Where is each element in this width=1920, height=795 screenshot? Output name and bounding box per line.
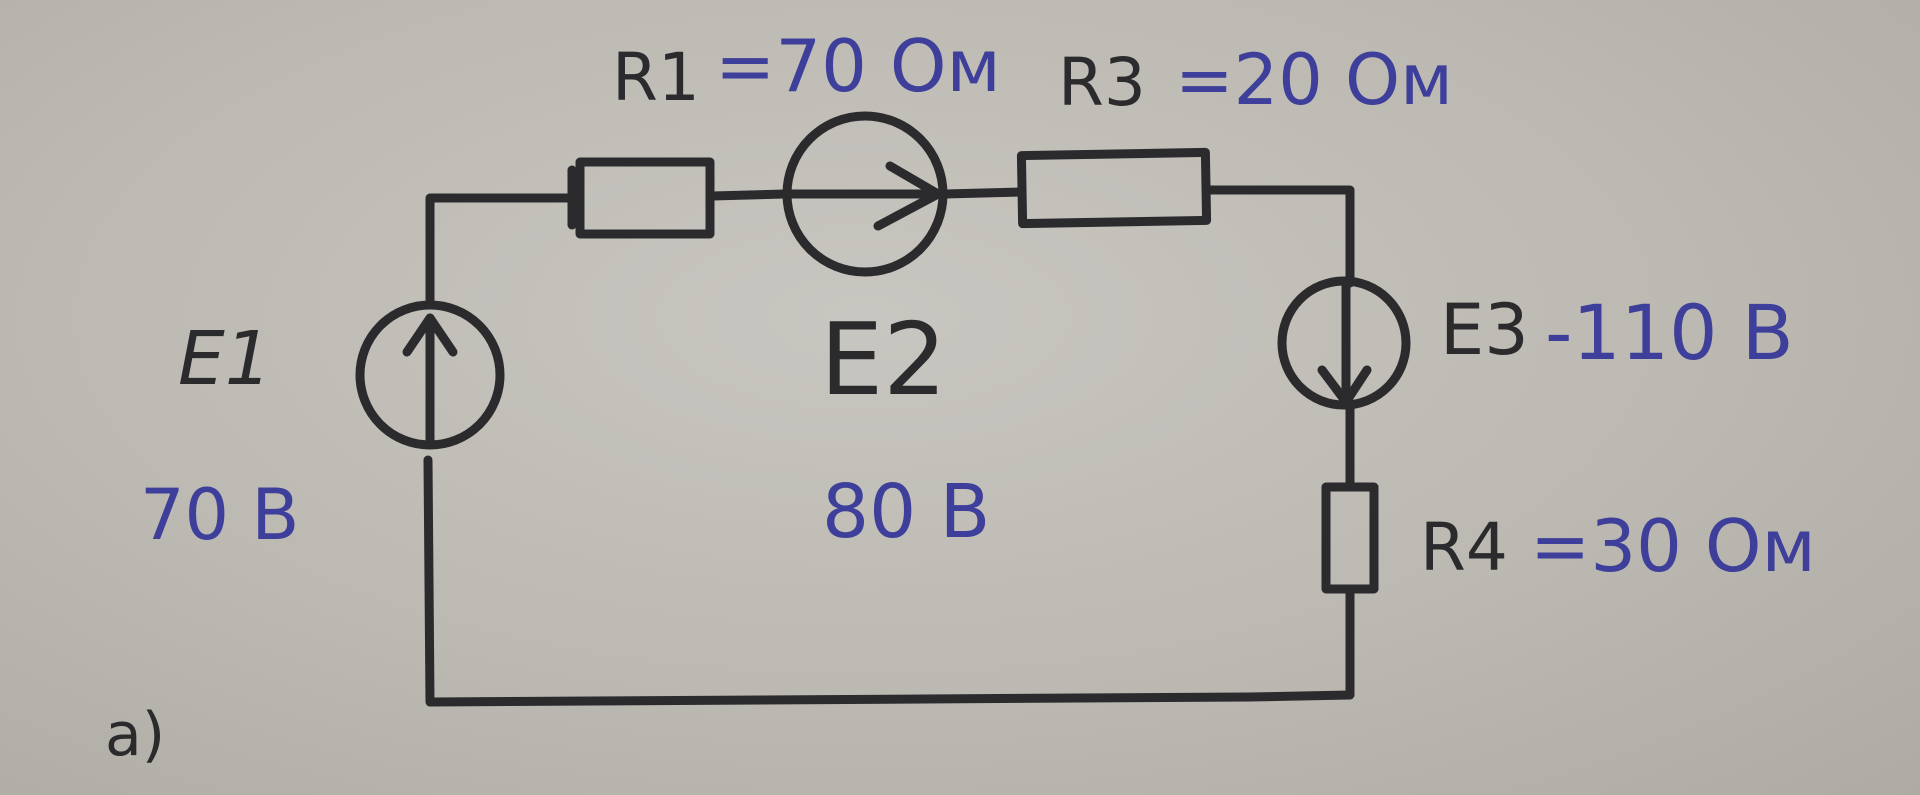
wire-right-bottom — [423, 455, 1355, 707]
e1-name-label: E1 — [178, 316, 272, 402]
wire-left-top — [425, 193, 583, 305]
figure-label: a) — [105, 700, 166, 770]
e3-source-symbol — [1277, 276, 1411, 410]
e2-value-label: 80 В — [822, 469, 991, 555]
r1-resistor-symbol — [567, 157, 715, 239]
e1-source-symbol — [355, 300, 505, 450]
r1-name-label: R1 — [612, 39, 700, 116]
r4-value-label: =30 Ом — [1530, 504, 1816, 588]
e2-name-label: E2 — [820, 301, 947, 418]
wire-e2-r3 — [940, 187, 1027, 199]
e3-name-label: E3 — [1440, 289, 1529, 371]
r4-resistor-symbol — [1321, 482, 1379, 594]
r3-name-label: R3 — [1058, 44, 1146, 121]
r4-name-label: R4 — [1420, 509, 1508, 586]
e1-value-label: 70 В — [140, 474, 300, 556]
r3-value-label: =20 Ом — [1175, 39, 1453, 121]
r3-resistor-symbol — [1016, 147, 1212, 229]
e3-value-label: -110 В — [1545, 288, 1794, 377]
wire-r1-e2 — [707, 189, 790, 201]
e2-source-symbol — [782, 111, 948, 277]
r1-value-label: =70 Ом — [715, 24, 1001, 108]
wire-right-top — [1203, 185, 1355, 288]
